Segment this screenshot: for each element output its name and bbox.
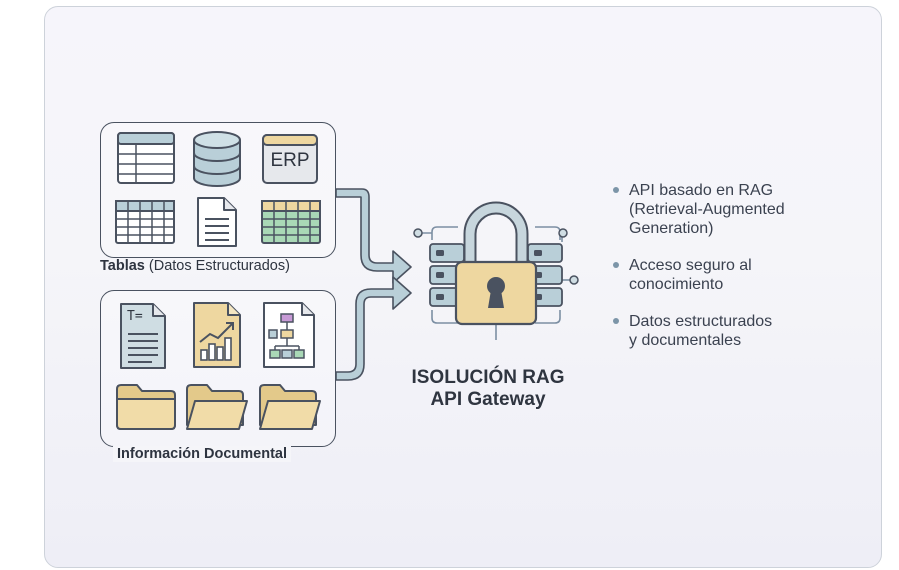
table-icon [117,132,175,184]
feature-line: Datos estructurados [629,313,773,330]
gateway-title: ISOLUCIÓN RAG API Gateway [388,367,588,411]
feature-item-data-types: Datos estructurados y documentales [612,312,852,350]
bullet-dot [613,187,619,193]
arrow-documents-to-gateway [335,276,412,381]
bullet-dot [613,318,619,324]
gateway-title-line2: API Gateway [430,389,546,410]
bullet-dot [613,262,619,268]
open-folder-icon [186,384,248,430]
structured-data-label: Tablas (Datos Estructurados) [96,258,294,274]
document-icon [197,197,237,247]
erp-icon: ERP [261,133,319,185]
feature-item-rag-api: API basado en RAG (Retrieval-Augmented G… [612,181,852,238]
arrow-structured-to-gateway [335,188,412,284]
spreadsheet-icon [115,200,175,244]
feature-line: Generation) [629,220,714,237]
secure-gateway-lock-icon [413,201,579,340]
green-spreadsheet-icon [261,200,321,244]
document-info-label: Información Documental [113,446,291,462]
open-folder-icon [259,384,321,430]
feature-list: API basado en RAG (Retrieval-Augmented G… [612,181,852,368]
feature-line: API basado en RAG [629,182,774,199]
database-icon [193,131,241,187]
feature-line: y documentales [629,332,742,349]
feature-line: conocimiento [629,276,724,293]
flowchart-document-icon [263,302,315,368]
feature-line: Acceso seguro al [629,257,752,274]
chart-document-icon [193,302,241,368]
feature-line: (Retrieval-Augmented [629,201,785,218]
text-doc-glyph: T= [127,309,143,324]
erp-label: ERP [270,150,310,171]
feature-item-secure-access: Acceso seguro al conocimiento [612,256,852,294]
text-document-icon: T= [118,301,168,371]
folder-icon [116,384,176,430]
gateway-title-line1: ISOLUCIÓN RAG [411,367,565,388]
